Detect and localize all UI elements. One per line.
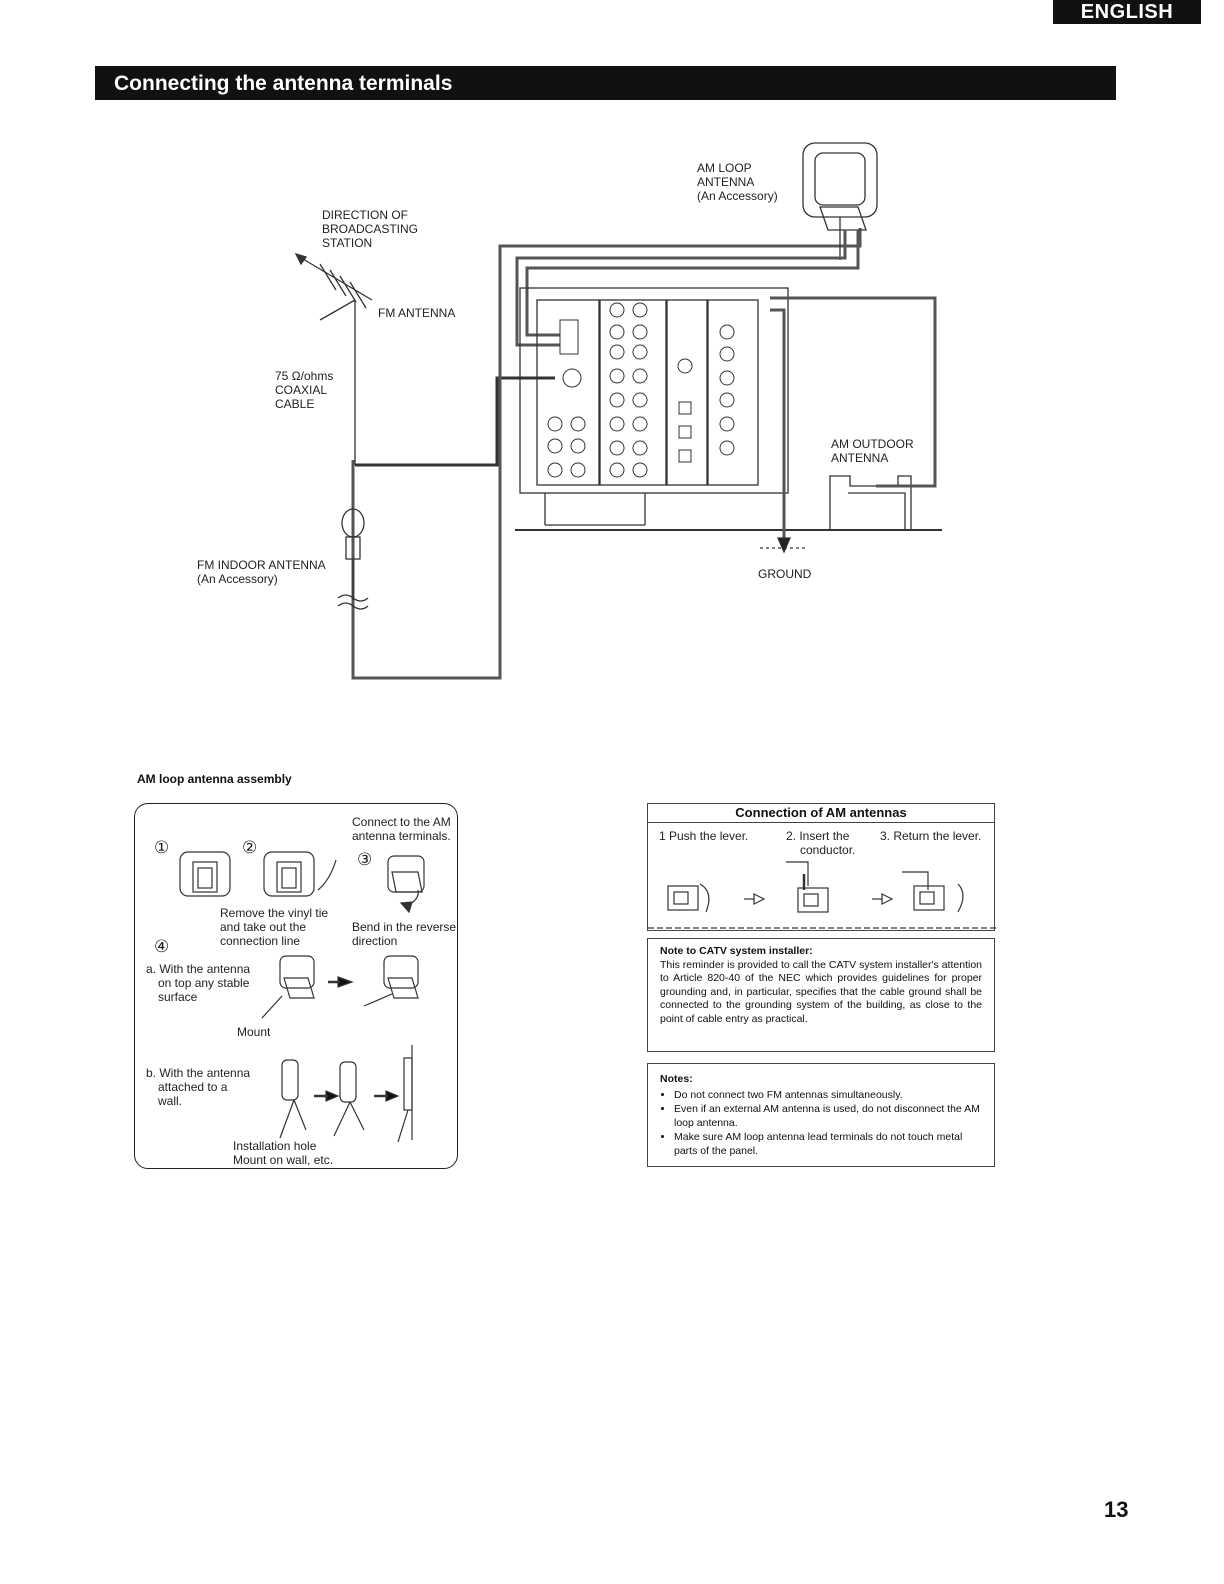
fm-antenna-label: FM ANTENNA [378, 306, 456, 320]
mount-label: Mount [237, 1025, 271, 1039]
section-title: Connecting the antenna terminals [95, 66, 1116, 100]
option-b-text: b. With the antenna attached to a wall. [146, 1066, 251, 1108]
fm-indoor-antenna-label: FM INDOOR ANTENNA (An Accessory) [197, 558, 326, 586]
notes-title: Notes: [660, 1073, 693, 1085]
catv-note-panel: Note to CATV system installer: This remi… [647, 938, 995, 1052]
notes-list: Do not connect two FM antennas simultane… [660, 1088, 982, 1158]
direction-label: DIRECTION OF BROADCASTING STATION [322, 208, 419, 250]
step-return-lever: 3. Return the lever. [880, 829, 982, 843]
catv-note-body: This reminder is provided to call the CA… [660, 958, 982, 1025]
connect-note: Connect to the AM antenna terminals. [352, 815, 451, 843]
receiver-rear-panel [519, 287, 789, 526]
coax-cable-label: 75 Ω/ohms COAXIAL CABLE [275, 369, 334, 411]
language-tab: ENGLISH [1053, 0, 1201, 24]
assembly-title: AM loop antenna assembly [137, 772, 292, 786]
remove-tie-text: Remove the vinyl tie and take out the co… [220, 906, 329, 948]
step-4-marker: ④ [154, 937, 170, 956]
step-push-lever: 1 Push the lever. [659, 829, 749, 843]
assembly-panel [134, 803, 458, 1169]
note-item: Do not connect two FM antennas simultane… [674, 1088, 982, 1102]
mount-wall-label: Mount on wall, etc. [233, 1153, 334, 1167]
page-number: 13 [1104, 1497, 1129, 1522]
step-1-marker: ① [154, 838, 170, 857]
ground-label: GROUND [758, 567, 812, 581]
note-item: Even if an external AM antenna is used, … [674, 1102, 982, 1130]
am-loop-antenna-icon [802, 142, 878, 260]
ground-icon [777, 537, 791, 554]
step-insert-conductor: 2. Insert the conductor. [786, 829, 856, 857]
step-3-marker: ③ [357, 850, 373, 869]
lever-steps-illustration [648, 861, 996, 929]
option-a-text: a. With the antenna on top any stable su… [146, 962, 251, 1004]
step-2-marker: ② [242, 838, 258, 857]
fm-antenna-icon [294, 252, 373, 465]
am-outdoor-antenna-icon [770, 296, 937, 530]
fm-indoor-antenna-icon [337, 508, 369, 610]
note-item: Make sure AM loop antenna lead terminals… [674, 1130, 982, 1158]
catv-note-title: Note to CATV system installer: [660, 945, 813, 957]
am-connection-title: Connection of AM antennas [648, 804, 994, 823]
am-outdoor-antenna-label: AM OUTDOOR ANTENNA [831, 437, 914, 465]
am-loop-antenna-label: AM LOOP ANTENNA (An Accessory) [697, 161, 778, 203]
bend-text: Bend in the reverse direction [352, 920, 457, 948]
install-hole-label: Installation hole [233, 1139, 317, 1153]
am-connection-panel: Connection of AM antennas 1 Push the lev… [647, 803, 996, 931]
notes-panel: Notes: Do not connect two FM antennas si… [647, 1063, 995, 1167]
